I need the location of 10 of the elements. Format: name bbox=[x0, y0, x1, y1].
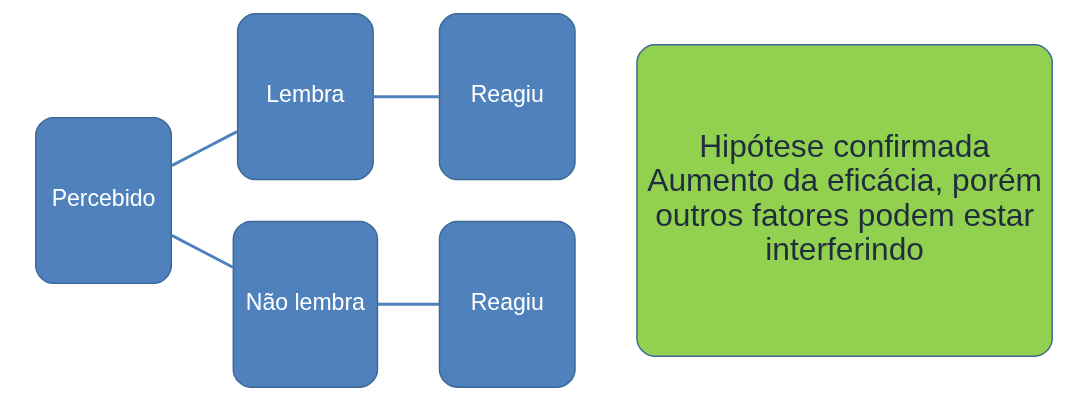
connector bbox=[171, 234, 234, 269]
node-box: Percebido bbox=[35, 116, 172, 285]
connector bbox=[171, 130, 238, 167]
node-box: Reagiu bbox=[438, 13, 576, 181]
node-box: Lembra bbox=[236, 13, 374, 181]
node-box: Hipótese confirmada Aumento da eficácia, porém outros fatores podem estar interferindo bbox=[636, 44, 1053, 357]
node-box: Não lembra bbox=[232, 220, 379, 388]
connector bbox=[377, 302, 440, 306]
node-box: Reagiu bbox=[438, 220, 576, 388]
connector bbox=[373, 95, 439, 99]
